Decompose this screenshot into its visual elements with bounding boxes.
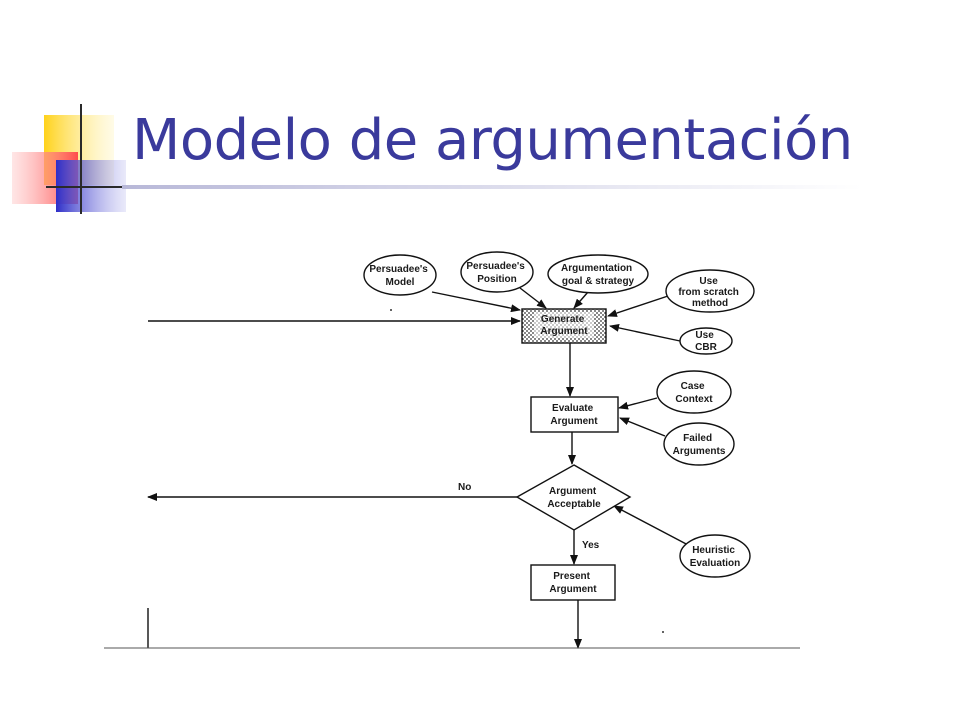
label-generate-2: Argument	[540, 326, 588, 337]
label-generate-1: Generate	[541, 314, 585, 325]
label-present-1: Present	[553, 571, 590, 582]
svg-text:Failed Arguments: Failed Arguments	[673, 433, 726, 457]
oval-argumentation-goal	[547, 254, 649, 294]
edge-label-yes: Yes	[582, 540, 600, 551]
label-use-cbr-2: CBR	[695, 342, 717, 353]
label-present-2: Argument	[549, 584, 597, 595]
oval-use-cbr	[679, 327, 733, 355]
connectors	[104, 287, 800, 649]
label-heuristic-evaluation-2: Evaluation	[690, 558, 741, 569]
svg-text:Heuristic Evaluation: Heuristic Evaluation	[690, 545, 741, 569]
slide-title: Modelo de argumentación	[132, 108, 853, 173]
label-decision-2: Acceptable	[547, 499, 601, 510]
svg-text:Persuadee's Position: Persuadee's Position	[466, 261, 527, 285]
title-underline	[122, 185, 862, 189]
edge-failed-to-evaluate	[619, 417, 666, 437]
svg-text:Case Context: Case Context	[675, 381, 713, 405]
scan-speck-2	[662, 631, 664, 633]
edge-label-no: No	[458, 482, 471, 493]
label-use-cbr-1: Use	[695, 330, 714, 341]
label-persuadee-position-2: Position	[477, 274, 516, 285]
svg-text:Generate Argument: Generate Argument	[540, 314, 588, 337]
svg-text:Argument Acceptable: Argument Acceptable	[547, 486, 601, 510]
scan-speck-1	[390, 309, 392, 311]
oval-persuadee-position	[460, 251, 534, 293]
svg-text:Argumentation goal & strat: Argumentation goal & strategy	[561, 263, 635, 287]
edge-scratch-to-generate	[607, 295, 669, 317]
label-evaluate-2: Argument	[550, 416, 598, 427]
label-argumentation-goal-2: goal & strategy	[562, 276, 635, 287]
label-decision-1: Argument	[549, 486, 597, 497]
oval-use-scratch	[665, 269, 755, 313]
svg-text:Evaluate Argument: Evaluate Argument	[550, 403, 598, 427]
edge-goal-to-generate	[573, 291, 589, 309]
svg-text:Persuadee's Model: Persuadee's Model	[369, 264, 430, 288]
oval-heuristic-evaluation	[679, 534, 751, 578]
label-persuadee-position-1: Persuadee's	[466, 261, 525, 272]
oval-failed-arguments	[663, 422, 735, 466]
oval-case-context	[656, 370, 732, 414]
edge-heuristic-to-decision	[613, 505, 691, 547]
label-failed-arguments-1: Failed	[683, 433, 712, 444]
box-present-argument	[530, 564, 616, 601]
svg-text:Present Argument: Present Argument	[549, 571, 597, 595]
label-use-scratch-3: method	[692, 298, 728, 309]
label-use-scratch-1: Use	[699, 276, 718, 287]
label-argumentation-goal-1: Argumentation	[561, 263, 632, 274]
label-failed-arguments-2: Arguments	[673, 446, 726, 457]
svg-text:Use CBR: Use CBR	[695, 330, 717, 353]
decision-argument-acceptable	[515, 464, 632, 531]
box-evaluate-argument	[530, 396, 619, 433]
edge-context-to-evaluate	[618, 397, 658, 410]
label-persuadee-model-1: Persuadee's	[369, 264, 428, 275]
oval-persuadee-model	[363, 254, 437, 296]
label-case-context-1: Case	[681, 381, 705, 392]
label-evaluate-1: Evaluate	[552, 403, 594, 414]
edge-persuadee-model-to-generate	[431, 291, 521, 313]
edge-persuadee-position-to-generate	[519, 287, 547, 309]
label-heuristic-evaluation-1: Heuristic	[692, 545, 735, 556]
title-ornament	[12, 104, 862, 214]
box-generate-label-bg	[534, 312, 594, 338]
label-case-context-2: Context	[675, 394, 713, 405]
label-persuadee-model-2: Model	[386, 277, 415, 288]
label-use-scratch-2: from scratch	[678, 287, 739, 298]
edge-cbr-to-generate	[609, 323, 681, 342]
svg-text:Use from scratch metho: Use from scratch method	[678, 276, 741, 309]
